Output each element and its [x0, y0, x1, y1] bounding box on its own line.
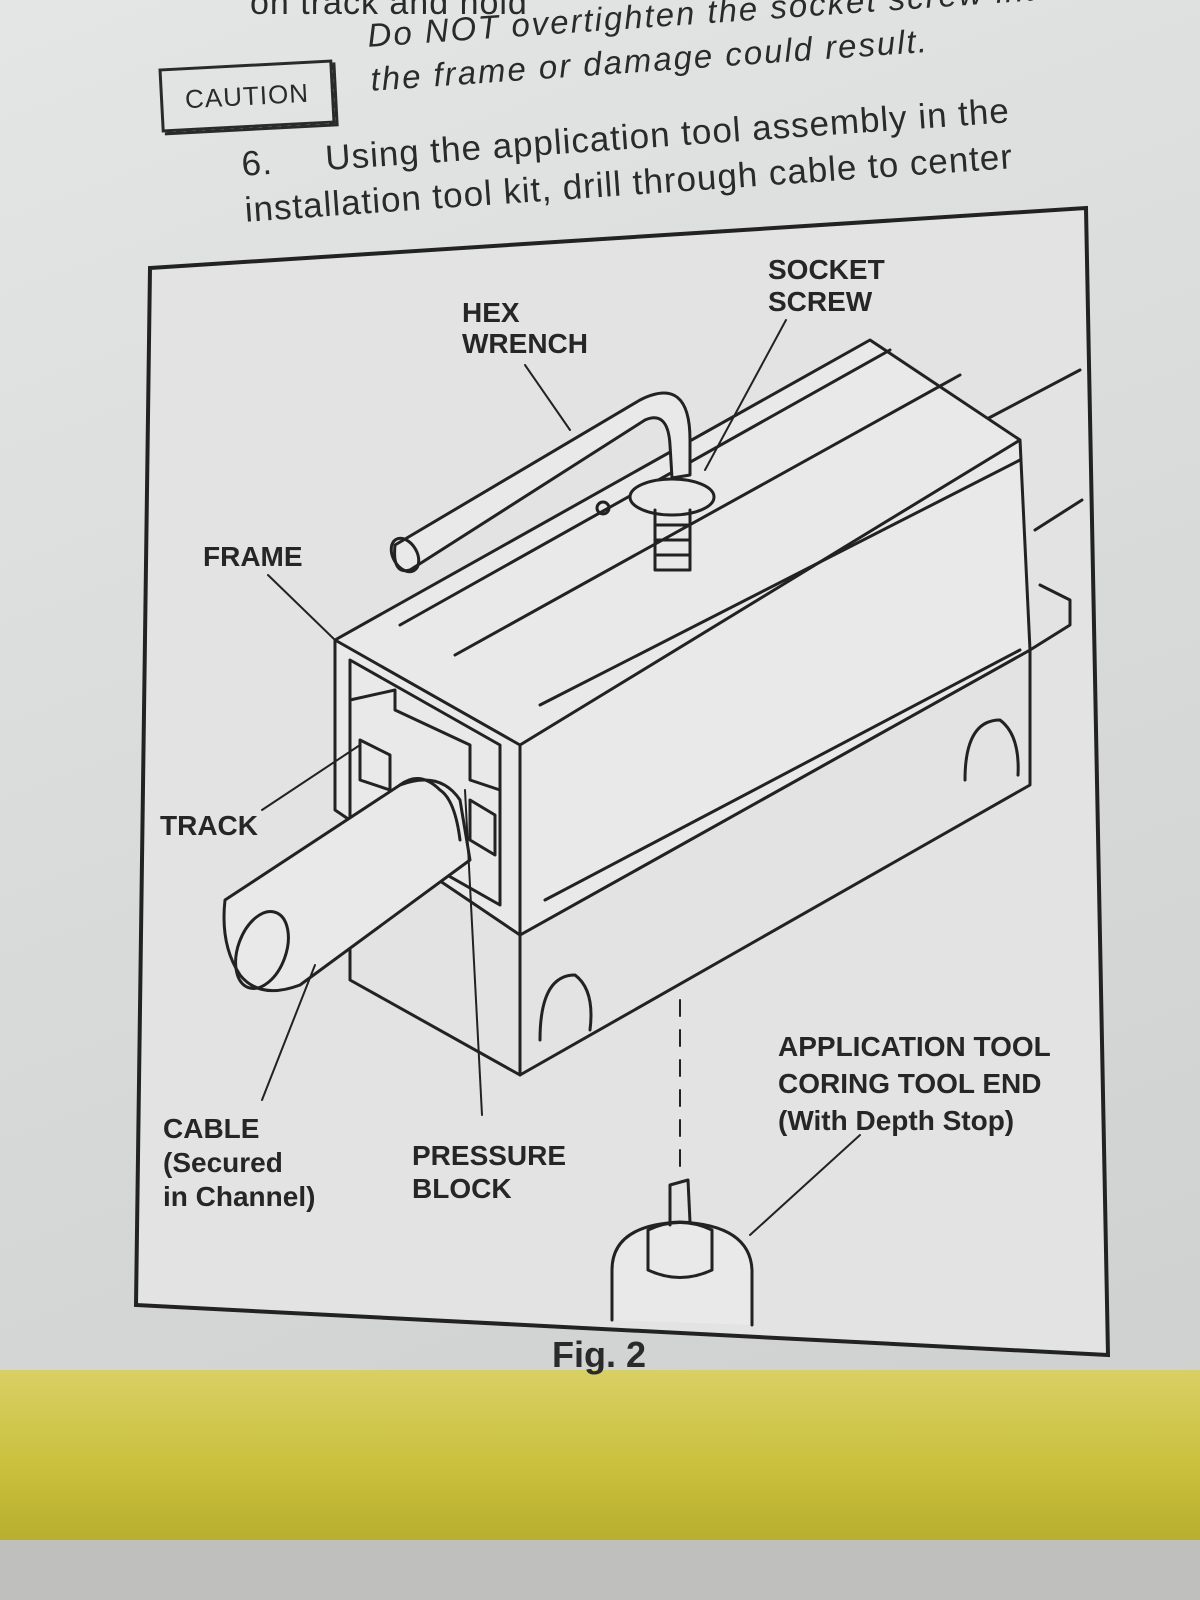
cable: [222, 778, 472, 993]
leader-socket-screw: [704, 319, 787, 471]
label-cable-2: (Secured: [163, 1147, 283, 1178]
label-pressure-2: BLOCK: [412, 1173, 512, 1204]
label-frame: FRAME: [203, 541, 303, 572]
label-track: TRACK: [160, 810, 258, 841]
label-socket-screw-1: SOCKET: [768, 254, 885, 285]
frame-profile: [348, 658, 502, 907]
socket-screw-thread: [653, 508, 692, 572]
leader-application-tool: [749, 1134, 861, 1236]
label-cable-3: in Channel): [163, 1181, 315, 1212]
leader-cable: [261, 964, 316, 1101]
label-cable-1: CABLE: [163, 1113, 259, 1144]
label-hex-wrench-2: WRENCH: [462, 328, 588, 359]
leader-hex-wrench: [524, 364, 571, 431]
label-app-tool-1: APPLICATION TOOL: [778, 1031, 1051, 1062]
socket-screw-head: [628, 477, 716, 517]
frame-body: [333, 338, 1032, 937]
label-socket-screw-2: SCREW: [768, 286, 873, 317]
leader-pressure-block: [464, 789, 483, 1116]
background-surface: [0, 1540, 1200, 1600]
label-hex-wrench-1: HEX: [462, 297, 520, 328]
figure-caption: Fig. 2: [552, 1334, 647, 1375]
leader-frame: [267, 574, 336, 641]
previous-text-line: on track and hold: [250, 0, 528, 22]
cable-rear: [983, 368, 1084, 532]
label-pressure-1: PRESSURE: [412, 1140, 566, 1171]
pressure-block-base: [348, 583, 1072, 1077]
yellow-cover-band: [0, 1370, 1200, 1540]
label-app-tool-3: (With Depth Stop): [778, 1105, 1014, 1136]
figure-2-illustration: SOCKET SCREW HEX WRENCH FRAME TRACK CABL…: [133, 205, 1111, 1358]
label-app-tool-2: CORING TOOL END: [778, 1068, 1041, 1099]
leader-track: [261, 744, 361, 811]
